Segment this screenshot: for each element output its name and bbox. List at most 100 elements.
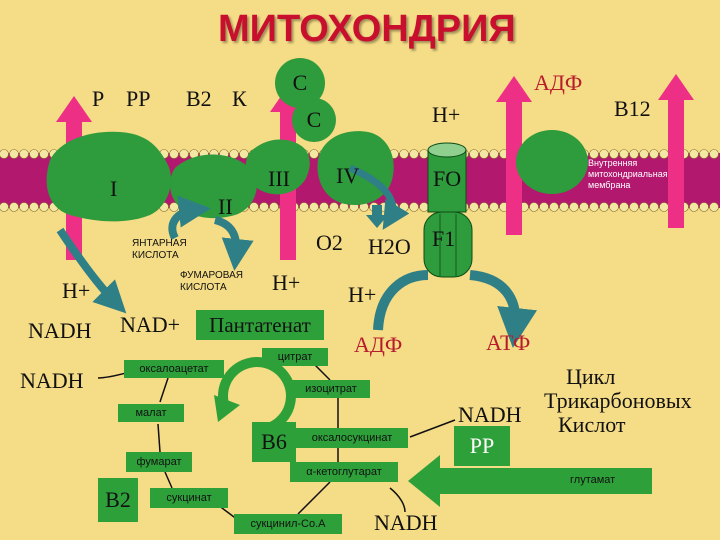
arrow-succinate-to-complex-ii	[168, 195, 211, 240]
lipid-head	[239, 149, 249, 159]
arrow-adf-to-atp-synthase	[373, 270, 429, 331]
lipid-head	[529, 202, 539, 212]
lipid-head	[689, 202, 699, 212]
cycle-fumarate-box: фумарат	[126, 452, 192, 472]
arrow-complex-i-to-nad	[56, 227, 127, 314]
lipid-head	[229, 149, 239, 159]
cycle-malate-label: малат	[135, 407, 167, 419]
lipid-head	[599, 149, 609, 159]
lipid-head	[9, 202, 19, 212]
lipid-head	[329, 202, 339, 212]
lipid-head	[699, 202, 709, 212]
cycle-malate-box: малат	[118, 404, 184, 422]
h-plus-right-label: H+	[348, 282, 377, 307]
cycle-oxaloacetate-box: оксалоацетат	[124, 360, 224, 378]
complex-II-shape	[170, 154, 257, 219]
cycle-succinate-box: сукцинат	[150, 488, 228, 508]
lipid-head	[0, 202, 9, 212]
cycle-link-malate-oxaloacetate	[159, 377, 169, 403]
proton-arrow-right	[496, 76, 532, 235]
cycle-title-line-2: Трикарбоновых	[544, 388, 692, 413]
lipid-head	[309, 202, 319, 212]
cycle-b2-label: B2	[105, 487, 131, 512]
cycle-alpha-ketoglutarate-label: α-кетоглутарат	[306, 466, 382, 478]
adf-label-2: АДФ	[354, 332, 403, 357]
vitamin-c-label-1: С	[292, 70, 308, 95]
lipid-head	[559, 202, 569, 212]
lipid-head	[699, 149, 709, 159]
lipid-head	[469, 202, 479, 212]
arrow-atp-synthase-to-atf	[469, 270, 538, 348]
vitamin-p-label: P	[92, 86, 105, 111]
cycle-link-fumarate-malate	[157, 423, 161, 453]
pantothenate-box: Пантатенат	[196, 310, 324, 340]
cycle-b2-box: B2	[98, 478, 138, 522]
lipid-head	[319, 202, 329, 212]
lipid-head	[269, 202, 279, 212]
nad-plus-label: NAD+	[120, 312, 181, 337]
atp-synthase-f1	[423, 211, 473, 278]
vitamin-k-label: К	[232, 86, 247, 111]
lipid-head	[469, 149, 479, 159]
cycle-oxalosuccinate-box: оксалосукцинат	[296, 428, 408, 448]
cycle-link-ketoglutarate-succinylcoa	[297, 481, 331, 515]
o2-label: O2	[316, 230, 343, 255]
h-plus-left-label: H+	[62, 278, 91, 303]
vitamin-b2-label: B2	[186, 86, 212, 111]
lipid-head	[29, 202, 39, 212]
cycle-oxaloacetate-label: оксалоацетат	[139, 363, 209, 375]
arrow-oxalosuccinate-to-nadh-right	[409, 419, 456, 438]
cycle-nadh-bottom-label: NADH	[374, 510, 438, 535]
lipid-head	[0, 149, 9, 159]
complex-ii-label: II	[218, 194, 233, 219]
cycle-succinyl-coa-box: сукцинил-Co.A	[234, 514, 342, 534]
lipid-head	[419, 149, 429, 159]
cycle-alpha-ketoglutarate-box: α-кетоглутарат	[290, 462, 398, 482]
arrow-h2o-head	[366, 215, 388, 228]
cycle-isocitrate-box: изоцитрат	[292, 380, 370, 398]
lipid-head	[489, 149, 499, 159]
page-title: МИТОХОНДРИЯ	[218, 8, 516, 50]
h-plus-top-label: H+	[432, 102, 461, 127]
vitamin-c-circle-2: С	[292, 98, 336, 142]
lipid-head	[399, 202, 409, 212]
lipid-head	[169, 149, 179, 159]
lipid-head	[649, 202, 659, 212]
lipid-head	[409, 202, 419, 212]
lipid-head	[609, 202, 619, 212]
lipid-head	[579, 202, 589, 212]
lipid-head	[399, 149, 409, 159]
vitamin-b12-label: B12	[614, 96, 651, 121]
h2o-label: H2O	[368, 234, 411, 259]
cycle-nadh-right-label: NADH	[458, 402, 522, 427]
lipid-head	[249, 202, 259, 212]
complex-i-label: I	[110, 176, 118, 201]
lipid-head	[409, 149, 419, 159]
lipid-head	[299, 202, 309, 212]
complex-I-shape	[46, 131, 171, 222]
lipid-head	[39, 149, 49, 159]
cycle-citrate-box: цитрат	[262, 348, 328, 366]
lipid-head	[649, 149, 659, 159]
lipid-head	[9, 149, 19, 159]
lipid-head	[479, 149, 489, 159]
lipid-head	[39, 202, 49, 212]
arrow-o2-to-h2o	[348, 164, 410, 230]
lipid-head	[309, 149, 319, 159]
lipid-head	[549, 202, 559, 212]
arrow-h2o-stem	[372, 205, 382, 217]
lipid-head	[539, 202, 549, 212]
complex-iv-label: IV	[336, 163, 360, 188]
pantothenate-label: Пантатенат	[209, 312, 311, 337]
lipid-head	[419, 202, 429, 212]
cycle-link-succinate-fumarate	[164, 471, 173, 489]
vitamin-c-label-2: С	[306, 107, 322, 132]
lipid-head	[569, 202, 579, 212]
lipid-head	[479, 202, 489, 212]
lipid-head	[639, 149, 649, 159]
atp-synthase-fo	[427, 142, 467, 213]
cycle-title-line-1: Цикл	[566, 364, 616, 389]
nadh-label-2: NADH	[20, 368, 84, 393]
fumaric-acid-label: ФУМАРОВАЯ КИСЛОТА	[180, 270, 243, 293]
